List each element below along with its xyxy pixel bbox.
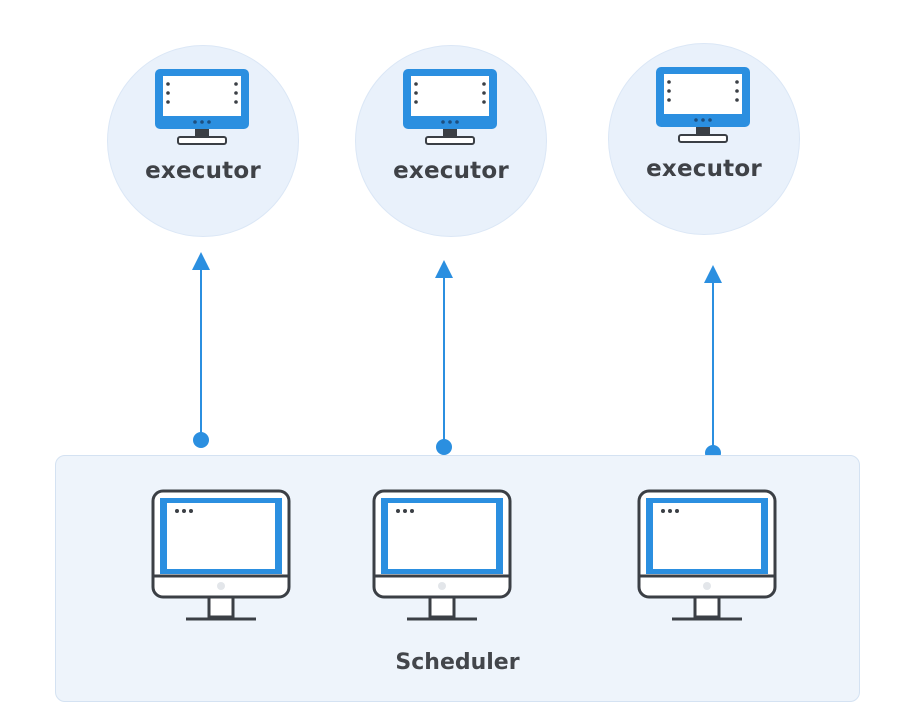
monitor-icon [372, 489, 512, 621]
arrow-up-icon [192, 252, 210, 448]
arrow-up-icon [435, 260, 453, 455]
monitor-icon [656, 67, 750, 143]
monitor-icon [155, 69, 249, 145]
executor-label: executor [393, 158, 509, 184]
executor-label: executor [646, 156, 762, 182]
monitor-icon [151, 489, 291, 621]
arrow-up-icon [704, 265, 722, 461]
scheduler-label: Scheduler [395, 650, 520, 675]
executor-node-2: executor [355, 45, 547, 237]
connector-dot-icon [193, 432, 209, 448]
scheduler-group: Scheduler [55, 455, 860, 702]
executor-node-3: executor [608, 43, 800, 235]
connector-dot-icon [436, 439, 452, 455]
monitor-icon [637, 489, 777, 621]
executor-label: executor [145, 158, 261, 184]
executor-node-1: executor [107, 45, 299, 237]
monitor-icon [403, 69, 497, 145]
